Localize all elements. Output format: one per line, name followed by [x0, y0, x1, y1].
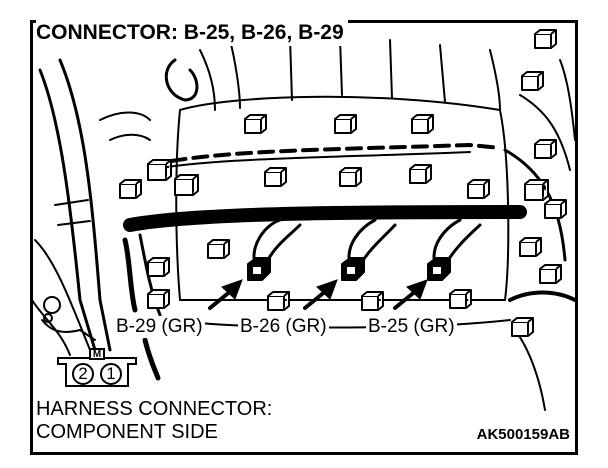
arrow-b26-icon	[303, 279, 338, 310]
connector-box	[174, 174, 199, 196]
harness-connector-outline	[57, 357, 137, 387]
connector-box	[539, 264, 562, 284]
figure-code: AK500159AB	[476, 426, 570, 443]
connector-box	[147, 289, 170, 309]
connector-box	[244, 114, 267, 134]
ground-bolt-icon	[43, 296, 61, 314]
connector-box	[147, 159, 172, 181]
connector-box	[361, 291, 384, 311]
connector-box	[534, 139, 557, 159]
connector-box	[409, 164, 432, 184]
connector-b26-icon	[341, 257, 365, 281]
connector-box	[511, 317, 534, 337]
upper-harness	[148, 143, 502, 167]
arrow-b29-icon	[208, 279, 243, 310]
connector-box	[544, 199, 567, 219]
connector-box	[411, 114, 434, 134]
connector-box	[119, 179, 142, 199]
caption-line-1: HARNESS CONNECTOR:	[36, 397, 273, 421]
label-b25: B-25 (GR)	[366, 316, 457, 338]
pin-2: 2	[72, 363, 94, 385]
arrow-b25-icon	[393, 279, 428, 310]
connector-box	[207, 239, 230, 259]
connector-box	[521, 71, 544, 91]
connector-b25-icon	[427, 257, 451, 281]
target-connectors	[247, 257, 451, 281]
pin-1: 1	[100, 363, 122, 385]
caption-line-2: COMPONENT SIDE	[36, 420, 218, 444]
left-hose-outer	[38, 68, 97, 352]
connector-box	[147, 257, 170, 277]
label-b26: B-26 (GR)	[238, 316, 329, 338]
main-harness-bar	[123, 205, 527, 232]
connector-box	[519, 237, 542, 257]
connector-box	[449, 289, 472, 309]
connector-box	[467, 179, 490, 199]
connector-box	[534, 29, 557, 49]
harness-mark-label: M	[89, 348, 105, 360]
connector-box	[334, 114, 357, 134]
connector-box	[339, 167, 362, 187]
connector-b29-icon	[247, 257, 271, 281]
connector-box	[264, 167, 287, 187]
diagram-title: CONNECTOR: B-25, B-26, B-29	[36, 20, 348, 46]
label-b29: B-29 (GR)	[114, 316, 205, 338]
connector-box	[267, 291, 290, 311]
connector-box	[524, 179, 549, 201]
left-hose-inner	[58, 58, 112, 352]
